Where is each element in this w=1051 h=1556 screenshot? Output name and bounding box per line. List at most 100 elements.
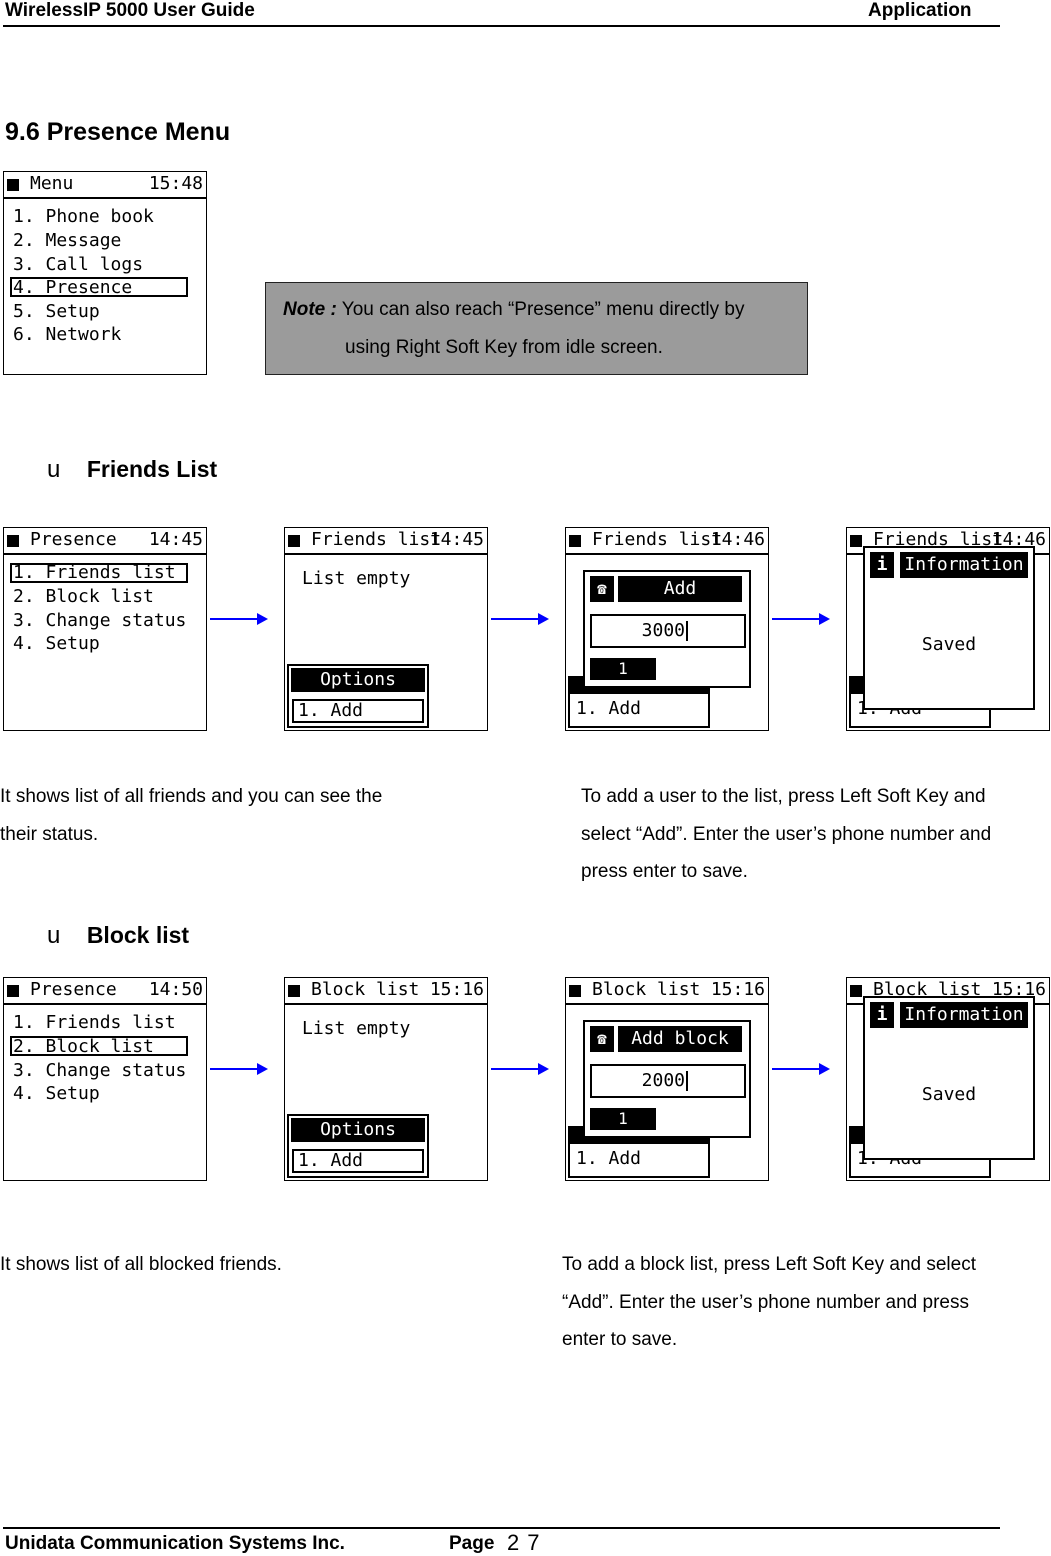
text-line: select “Add”. Enter the user’s phone num… <box>581 823 992 845</box>
block-saved-screen: Block list 15:16 1. Add i Information Sa… <box>846 977 1050 1181</box>
screen-time: 15:16 <box>429 979 484 1000</box>
block-add-screen: Block list 15:16 1. Add ☎ Add block 2000… <box>565 977 769 1181</box>
note-box: Note : You can also reach “Presence” men… <box>265 282 808 375</box>
menu-item-network[interactable]: 6. Network <box>13 324 122 345</box>
arrow-right-icon <box>491 1063 549 1075</box>
block-list-screen: Block list 15:16 List empty Options 1. A… <box>284 977 488 1181</box>
selection-highlight <box>10 277 188 297</box>
title-square-icon <box>7 179 19 191</box>
selection-highlight <box>10 1036 188 1056</box>
option-add[interactable]: 1. Add <box>292 1149 424 1173</box>
screen-time: 15:48 <box>148 173 203 194</box>
arrow-right-icon <box>772 613 830 625</box>
info-icon: i <box>870 552 894 578</box>
information-dialog: i Information Saved <box>863 546 1035 710</box>
header-section: Application <box>868 0 972 21</box>
text-line: press enter to save. <box>581 861 748 882</box>
menu-item-setup[interactable]: 5. Setup <box>13 301 100 322</box>
screen-time: 14:45 <box>429 529 484 550</box>
screen-title: Block list <box>311 979 420 1000</box>
entry-count: 1 <box>590 1108 656 1130</box>
menu-item-setup[interactable]: 4. Setup <box>13 1083 100 1104</box>
arrow-right-icon <box>772 1063 830 1075</box>
bullet-icon: u <box>47 456 61 483</box>
footer-company: Unidata Communication Systems Inc. <box>5 1533 345 1554</box>
dialog-title: Add block <box>618 1026 742 1052</box>
section-title: 9.6 Presence Menu <box>5 118 231 146</box>
dialog-title: Information <box>900 1002 1028 1028</box>
menu-item-change-status[interactable]: 3. Change status <box>13 610 187 631</box>
text-cursor <box>686 621 688 641</box>
screen-time: 14:46 <box>710 529 765 550</box>
screen-time: 15:16 <box>991 979 1046 1000</box>
text-line: enter to save. <box>562 1329 678 1350</box>
options-menu: Options 1. Add <box>287 664 429 728</box>
saved-message: Saved <box>921 1084 977 1105</box>
info-icon: i <box>870 1002 894 1028</box>
screen-title: Friends list <box>592 529 723 550</box>
text-line: To add a block list, press Left Soft Key… <box>562 1254 977 1275</box>
information-dialog: i Information Saved <box>863 996 1035 1160</box>
note-label: Note : <box>283 299 337 320</box>
menu-item-friends-list[interactable]: 1. Friends list <box>13 1012 176 1033</box>
menu-screen: Menu 15:48 1. Phone book 2. Message 3. C… <box>3 171 207 375</box>
menu-item-friends-list[interactable]: 1. Friends list <box>13 562 176 583</box>
phone-icon: ☎ <box>590 1026 614 1052</box>
number-input[interactable]: 2000 <box>590 1064 746 1098</box>
block-description-left: It shows list of all blocked friends. <box>0 1246 282 1284</box>
list-empty-text: List empty <box>302 568 411 589</box>
option-add: 1. Add <box>576 1148 642 1169</box>
number-input[interactable]: 3000 <box>590 614 746 648</box>
menu-item-phone-book[interactable]: 1. Phone book <box>13 206 154 227</box>
text-line: “Add”. Enter the user’s phone number and… <box>562 1291 969 1313</box>
menu-item-presence[interactable]: 4. Presence <box>13 277 133 298</box>
menu-item-block-list[interactable]: 2. Block list <box>13 1036 154 1057</box>
friends-add-screen: Friends list 14:46 1. Add ☎ Add 3000 1 <box>565 527 769 731</box>
menu-item-change-status[interactable]: 3. Change status <box>13 1060 187 1081</box>
footer-page-number: 27 <box>507 1530 548 1555</box>
title-square-icon <box>850 535 862 547</box>
screen-title: Friends list <box>311 529 442 550</box>
title-square-icon <box>288 985 300 997</box>
menu-item-message[interactable]: 2. Message <box>13 230 122 251</box>
friends-heading-text: Friends List <box>86 456 218 482</box>
friends-description-right: To add a user to the list, press Left So… <box>581 778 991 891</box>
screen-title: Presence <box>30 979 117 1000</box>
note-line-1: You can also reach “Presence” menu direc… <box>341 299 745 320</box>
friends-list-screen: Friends list 14:45 List empty Options 1.… <box>284 527 488 731</box>
screen-time: 15:16 <box>710 979 765 1000</box>
screen-title: Menu <box>30 173 74 194</box>
screen-title: Friends list <box>873 529 1004 550</box>
options-title: Options <box>291 668 425 692</box>
bullet-icon: u <box>47 922 61 949</box>
text-cursor <box>686 1071 688 1091</box>
entry-count: 1 <box>590 658 656 680</box>
title-square-icon <box>850 985 862 997</box>
screen-title: Presence <box>30 529 117 550</box>
phone-icon: ☎ <box>590 576 614 602</box>
title-square-icon <box>569 535 581 547</box>
text-line: their status. <box>0 823 99 845</box>
add-block-dialog: ☎ Add block 2000 1 <box>583 1020 751 1138</box>
option-add: 1. Add <box>576 698 642 719</box>
screen-time: 14:46 <box>991 529 1046 550</box>
screen-title: Block list <box>592 979 701 1000</box>
note-line-2: using Right Soft Key from idle screen. <box>345 337 663 358</box>
dialog-title: Information <box>900 552 1028 578</box>
block-description-right: To add a block list, press Left Soft Key… <box>562 1246 976 1359</box>
options-title: Options <box>291 1118 425 1142</box>
title-square-icon <box>7 985 19 997</box>
menu-item-setup[interactable]: 4. Setup <box>13 633 100 654</box>
block-heading-text: Block list <box>86 922 190 948</box>
footer-page-label: Page <box>449 1533 495 1554</box>
menu-item-block-list[interactable]: 2. Block list <box>13 586 154 607</box>
friends-saved-screen: Friends list 14:46 1. Add i Information … <box>846 527 1050 731</box>
arrow-right-icon <box>210 613 268 625</box>
text-line: To add a user to the list, press Left So… <box>581 786 986 807</box>
option-add[interactable]: 1. Add <box>292 699 424 723</box>
arrow-right-icon <box>210 1063 268 1075</box>
footer-rule <box>3 1527 1000 1529</box>
screen-time: 14:45 <box>148 529 203 550</box>
menu-item-call-logs[interactable]: 3. Call logs <box>13 254 144 275</box>
title-square-icon <box>7 535 19 547</box>
